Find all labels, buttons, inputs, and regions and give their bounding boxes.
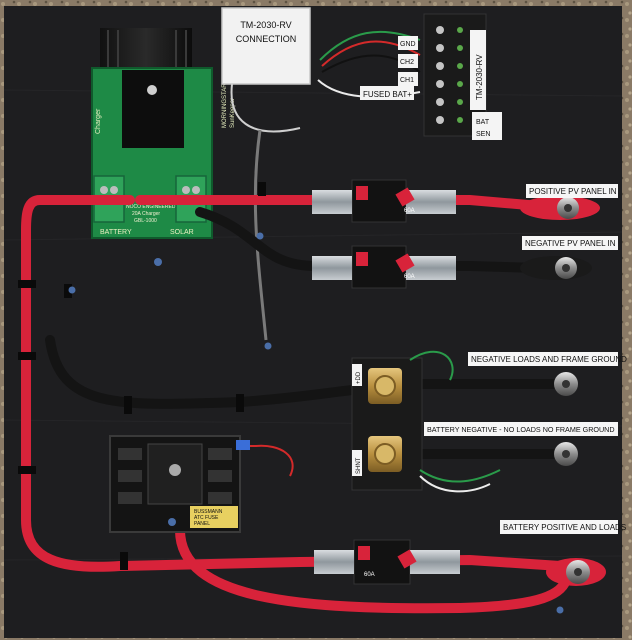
blue-spade-wire — [240, 444, 294, 477]
svg-text:GND: GND — [400, 41, 416, 48]
bolt-terminal-pv-positive — [520, 196, 600, 220]
fuse-panel-label — [190, 506, 238, 528]
fused-bat-text: FUSED BAT+ — [363, 90, 412, 99]
terminal-screws-column — [436, 26, 463, 124]
terminal-screw — [100, 186, 108, 194]
svg-text:60A: 60A — [404, 208, 415, 214]
solar-terminal-label: SOLAR — [170, 229, 194, 236]
fuse-panel-text-1: BUSSMANN — [194, 509, 223, 515]
charger-model-2: 20A Charger — [132, 211, 160, 217]
fuse-panel-screw — [169, 464, 181, 476]
svg-text:60A: 60A — [404, 274, 415, 280]
terminal-block-label — [470, 30, 486, 110]
breaker-pv-positive: 60A — [312, 179, 456, 223]
charger-model-3: GBL-1000 — [134, 218, 157, 224]
white-sense-wire — [419, 475, 491, 493]
label-negative-loads: NEGATIVE LOADS AND FRAME GROUND — [468, 352, 627, 366]
charger-title-1: MORNINGSTAR — [222, 83, 228, 128]
channel-tags: GND CH2 CH1 — [398, 36, 418, 86]
cable-clips — [18, 182, 266, 570]
terminal-screw — [192, 186, 200, 194]
brass-nut-top — [374, 375, 396, 397]
green-ground-wires — [409, 350, 501, 483]
svg-text:CH2: CH2 — [400, 59, 414, 66]
label-battery-positive: BATTERY POSITIVE AND LOADS — [500, 520, 626, 534]
connection-box-line1: TM-2030-RV — [240, 20, 291, 30]
connection-box — [221, 7, 311, 85]
bolt-terminal-battery-negative — [554, 442, 578, 466]
connection-box-line2: CONNECTION — [236, 34, 297, 44]
shunt-bottom-tag-text: SHNT — [356, 457, 362, 474]
svg-text:NEGATIVE PV PANEL IN: NEGATIVE PV PANEL IN — [525, 239, 616, 248]
fuse-panel-text-3: PANEL — [194, 521, 210, 527]
label-battery-negative: BATTERY NEGATIVE - NO LOADS NO FRAME GRO… — [424, 422, 618, 436]
charger-mosfet-block — [122, 70, 184, 148]
red-cable-battery-loop — [175, 525, 571, 614]
label-positive-pv: POSITIVE PV PANEL IN — [526, 184, 618, 198]
fuse-panel-slots — [118, 448, 232, 504]
battery-terminal-label: BATTERY — [100, 229, 132, 236]
shunt-top-tag — [352, 364, 362, 386]
shunt-bottom-tag — [352, 450, 362, 476]
svg-text:BATTERY POSITIVE AND LOADS: BATTERY POSITIVE AND LOADS — [503, 523, 626, 532]
charger-model-1: NOCO ENGINEERED — [126, 204, 176, 210]
black-cable-charger-to-shunt — [45, 335, 375, 409]
breaker-pv-negative: 60A — [312, 245, 456, 289]
svg-text:CH1: CH1 — [400, 77, 414, 84]
shunt-top-tag-text: +DD — [356, 371, 362, 384]
blue-spade-connector — [236, 440, 250, 450]
bolt-terminal-negative-loads — [554, 372, 578, 396]
bat-tag-text: BAT — [476, 119, 490, 126]
terminal-block-vertical-label: TM-2030-RV — [475, 54, 484, 100]
svg-text:POSITIVE PV PANEL IN: POSITIVE PV PANEL IN — [529, 187, 617, 196]
svg-text:BATTERY NEGATIVE - NO LOADS NO: BATTERY NEGATIVE - NO LOADS NO FRAME GRO… — [427, 425, 615, 434]
charger-title-2: SunKeeper — [230, 98, 236, 128]
svg-text:NEGATIVE LOADS AND FRAME GROUN: NEGATIVE LOADS AND FRAME GROUND — [471, 355, 627, 364]
red-cable-main-loop — [21, 195, 305, 572]
charger-brand: Charger — [95, 108, 102, 134]
bolt-terminal-battery-positive — [546, 558, 606, 586]
terminal-screw — [182, 186, 190, 194]
label-negative-pv: NEGATIVE PV PANEL IN — [522, 236, 618, 250]
breaker-battery-positive: 60A — [314, 539, 460, 585]
brass-nut-bottom — [374, 443, 396, 465]
bat-sen-tag — [472, 112, 502, 140]
bolt-terminal-pv-negative — [520, 256, 592, 280]
sen-tag-text: SEN — [476, 131, 490, 138]
board-screws — [68, 232, 564, 614]
fused-bat-tag — [360, 86, 414, 100]
terminal-screw — [110, 186, 118, 194]
board-screw — [154, 258, 162, 266]
fuse-panel-text-2: ATC FUSE — [194, 515, 219, 521]
svg-text:60A: 60A — [364, 572, 375, 578]
mosfet-screw — [147, 85, 157, 95]
board-screw — [168, 518, 176, 526]
